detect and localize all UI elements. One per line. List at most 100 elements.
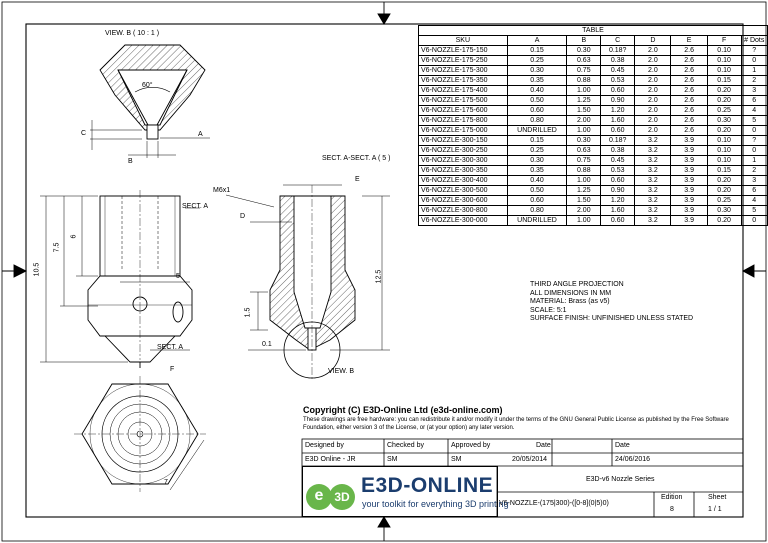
table-cell: 1.20 (600, 195, 636, 206)
dim-5: 5 (176, 273, 180, 280)
table-cell: V6-NOZZLE-175-250 (418, 55, 508, 66)
logo-badge-3d: 3D (329, 484, 355, 510)
table-cell: 0.60 (506, 195, 568, 206)
table-cell: 0.60 (600, 215, 636, 226)
table-cell: 0.15 (506, 45, 568, 56)
note-line: THIRD ANGLE PROJECTION (530, 281, 624, 288)
table-cell: 0.40 (506, 175, 568, 186)
table-cell: 3.9 (670, 205, 708, 216)
table-cell: V6-NOZZLE-175-150 (418, 45, 508, 56)
table-cell: 2.6 (670, 85, 708, 96)
table-cell: 0.45 (600, 65, 636, 76)
table-cell: 0.90 (600, 185, 636, 196)
table-cell: 0.38 (600, 55, 636, 66)
table-cell: V6-NOZZLE-300-300 (418, 155, 508, 166)
table-cell: 2.0 (634, 95, 672, 106)
table-cell: 3.2 (634, 165, 672, 176)
table-cell: 0.60 (506, 105, 568, 116)
table-cell: 3 (740, 175, 768, 186)
table-cell: 0.60 (600, 175, 636, 186)
table-cell: 0.63 (566, 55, 602, 66)
table-cell: 0.10 (706, 55, 742, 66)
table-cell: 5 (740, 205, 768, 216)
e3d-logo: e 3D E3D-ONLINE your toolkit for everyth… (304, 468, 509, 516)
table-title: TABLE (418, 25, 768, 36)
table-cell: 4 (740, 195, 768, 206)
table-cell: 0.30 (506, 155, 568, 166)
table-cell: 0.20 (706, 185, 742, 196)
table-cell: 0.38 (600, 145, 636, 156)
sheet-label: Sheet (708, 494, 727, 501)
dim-12-5: 12.5 (375, 269, 383, 284)
designed-by-value: E3D Online - JR (305, 456, 356, 463)
table-cell: 3.9 (670, 165, 708, 176)
designed-by-label: Designed by (305, 442, 344, 449)
label-sect-a-top: SECT. A (182, 203, 209, 210)
table-cell: 0.53 (600, 165, 636, 176)
approved-date: 20/05/2014 (512, 456, 548, 463)
table-cell: 0.30 (566, 135, 602, 146)
table-cell: V6-NOZZLE-175-350 (418, 75, 508, 86)
date2-label: Date (615, 442, 630, 449)
table-cell: ? (740, 135, 768, 146)
table-cell: 2.0 (634, 115, 672, 126)
table-cell: 1.25 (566, 95, 602, 106)
table-cell: 1.00 (566, 215, 602, 226)
table-cell: 0.30 (706, 115, 742, 126)
table-cell: 1.00 (566, 125, 602, 136)
table-cell: 1 (740, 155, 768, 166)
table-cell: 3.2 (634, 215, 672, 226)
table-cell: 1.50 (566, 105, 602, 116)
sheet-value: 1 / 1 (708, 506, 722, 513)
table-cell: 2.0 (634, 45, 672, 56)
table-cell: 0 (740, 125, 768, 136)
table-cell: 0.25 (706, 195, 742, 206)
table-cell: V6-NOZZLE-300-000 (418, 215, 508, 226)
table-cell: 0.63 (566, 145, 602, 156)
table-cell: V6-NOZZLE-300-600 (418, 195, 508, 206)
approved-by-value: SM (451, 456, 462, 463)
table-cell: 3.2 (634, 135, 672, 146)
section-title: SECT. A-SECT. A ( 5 ) (322, 155, 391, 162)
table-cell: 0.20 (706, 95, 742, 106)
table-cell: V6-NOZZLE-175-600 (418, 105, 508, 116)
table-cell: 3.2 (634, 195, 672, 206)
dim-7-5: 7.5 (53, 242, 61, 253)
sku-table: TABLE SKU A B C D E F # Dots V6-NOZZLE-1… (418, 25, 768, 226)
table-cell: 1.50 (566, 195, 602, 206)
table-cell: 1.60 (600, 115, 636, 126)
drawing-notes: THIRD ANGLE PROJECTION ALL DIMENSIONS IN… (530, 281, 693, 324)
checked-by-value: SM (387, 456, 398, 463)
table-cell: V6-NOZZLE-175-000 (418, 125, 508, 136)
table-cell: 1 (740, 65, 768, 76)
table-cell: 0.88 (566, 165, 602, 176)
label-c: C (81, 130, 87, 137)
table-cell: V6-NOZZLE-175-400 (418, 85, 508, 96)
table-cell: 3.2 (634, 145, 672, 156)
table-cell: 3.9 (670, 155, 708, 166)
table-cell: 2 (740, 165, 768, 176)
dim-1-5: 1.5 (244, 307, 252, 318)
brand-name: E3D-ONLINE (361, 474, 494, 497)
table-cell: 0.20 (706, 215, 742, 226)
edition-value: 8 (670, 506, 674, 513)
table-cell: 2.6 (670, 65, 708, 76)
table-cell: 0.30 (706, 205, 742, 216)
table-cell: 0.80 (506, 205, 568, 216)
table-cell: V6-NOZZLE-300-400 (418, 175, 508, 186)
table-cell: 0.10 (706, 45, 742, 56)
table-cell: 0 (740, 55, 768, 66)
date2-value: 24/06/2016 (615, 456, 651, 463)
note-line: ALL DIMENSIONS IN MM (530, 289, 612, 297)
table-cell: V6-NOZZLE-175-300 (418, 65, 508, 76)
part-name: E3D-v6 Nozzle Series (586, 476, 655, 483)
table-cell: 3 (740, 85, 768, 96)
label-m6x1: M6x1 (213, 187, 231, 194)
